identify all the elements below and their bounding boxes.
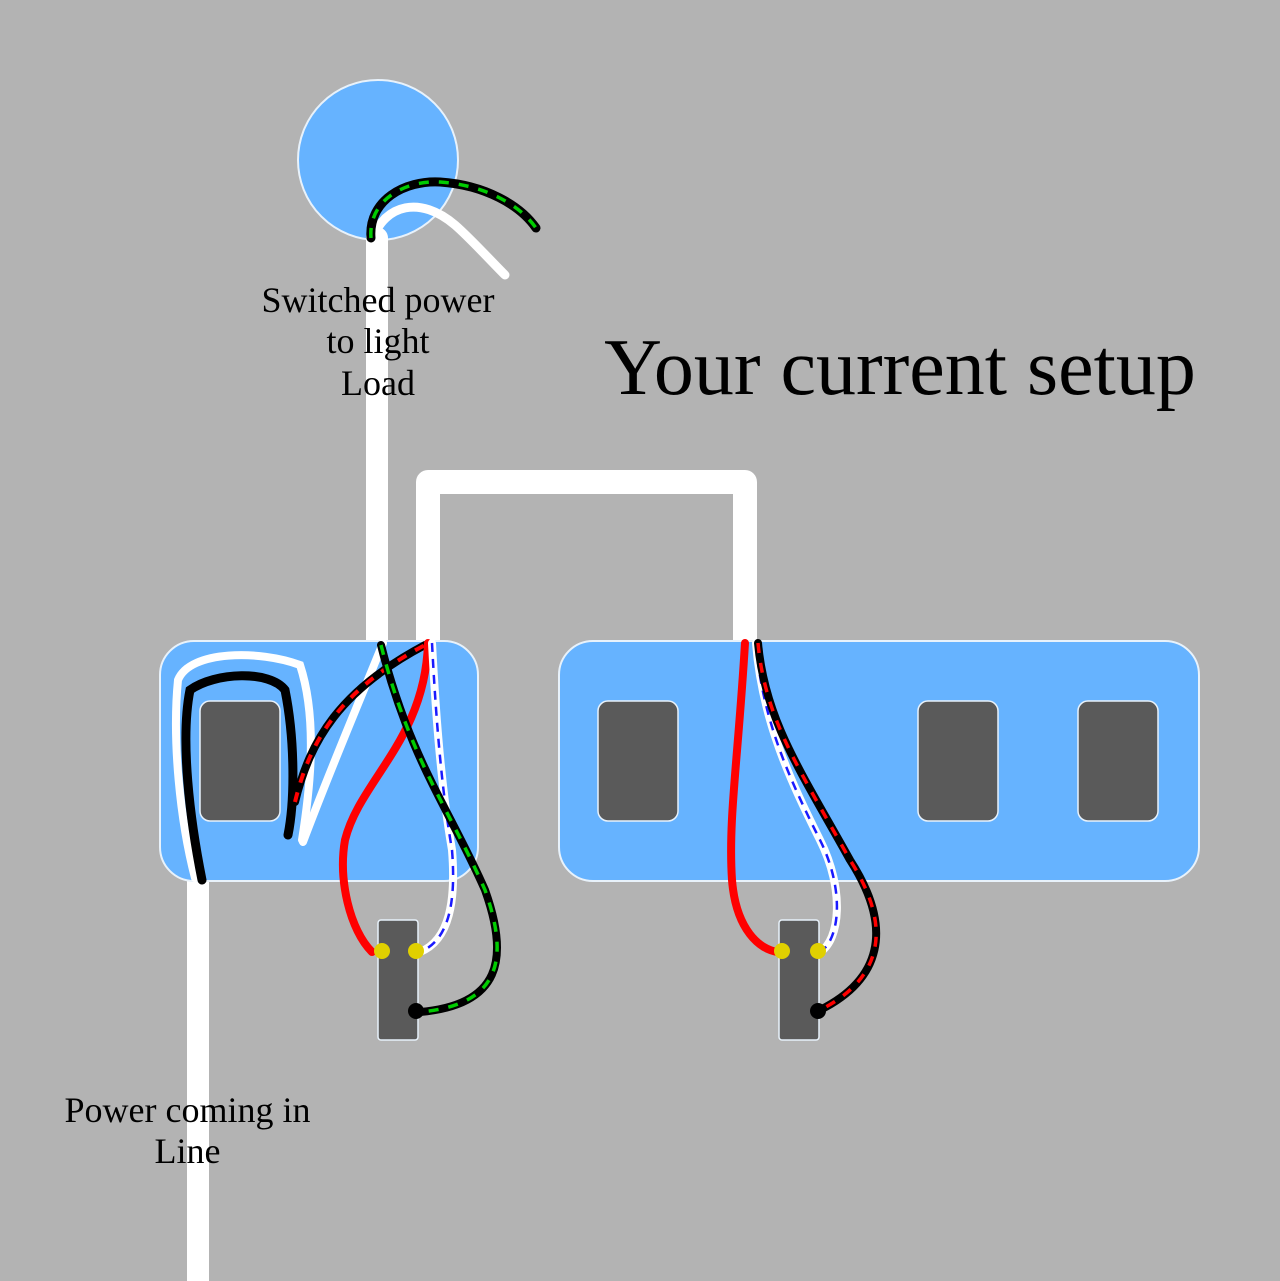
- traveler-terminal: [408, 943, 424, 959]
- light-fixture-wires: [366, 177, 541, 280]
- label-line: Switched power: [261, 280, 495, 320]
- right-box-wires: [727, 639, 881, 1014]
- three-way-switch-icon: [377, 919, 419, 1041]
- diagram-title: Your current setup: [604, 324, 1196, 412]
- box-opening: [917, 700, 999, 822]
- common-terminal: [810, 1003, 826, 1019]
- left-box-wires: [172, 639, 502, 1016]
- label-line: Power coming in: [64, 1090, 311, 1130]
- common-terminal: [408, 1003, 424, 1019]
- three-way-switch-icon: [778, 919, 820, 1041]
- traveler-terminal: [810, 943, 826, 959]
- switch-terminals: [374, 943, 826, 1019]
- label-line: to light: [326, 321, 430, 362]
- traveler-terminal: [774, 943, 790, 959]
- box-opening: [1077, 700, 1159, 822]
- traveler-terminal: [374, 943, 390, 959]
- power-line-label: Power coming in Line: [30, 1090, 345, 1173]
- cable-runs: [187, 227, 757, 1281]
- light-load-label: Switched power to light Load: [228, 280, 528, 404]
- box-opening: [199, 700, 281, 822]
- label-line: Load: [341, 362, 415, 403]
- label-line: Line: [154, 1131, 221, 1172]
- junction-box-right: [558, 640, 1200, 882]
- box-opening: [597, 700, 679, 822]
